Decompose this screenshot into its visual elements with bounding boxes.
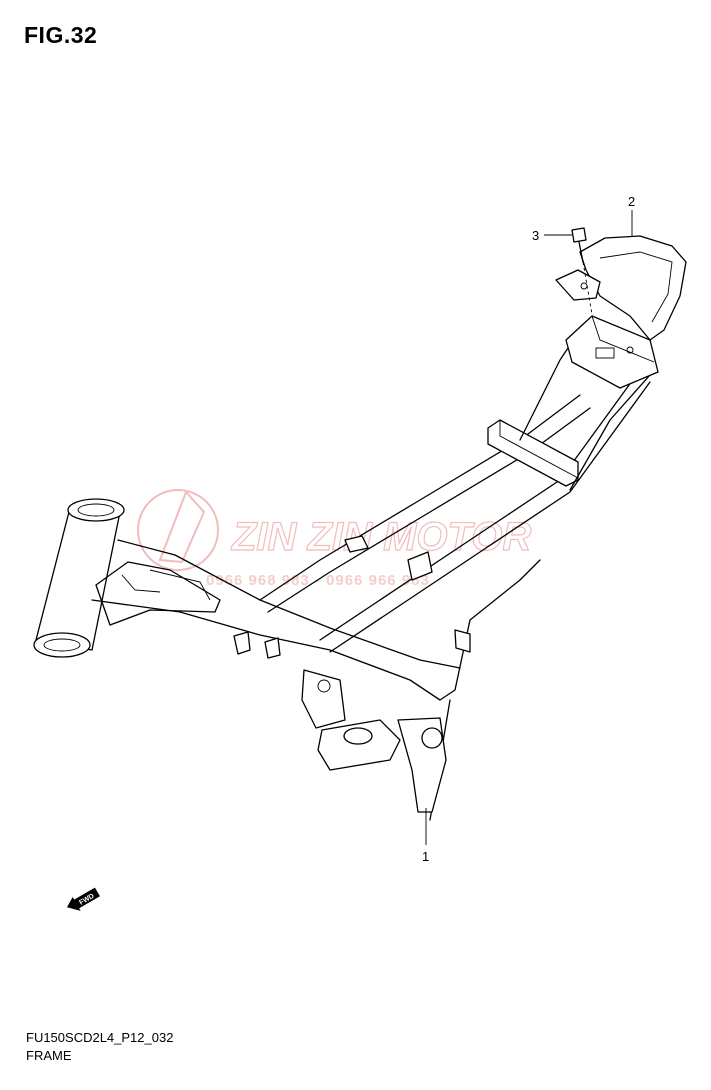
- fwd-arrow-icon: FWD: [67, 887, 100, 911]
- bolt: [571, 227, 594, 321]
- watermark: ZIN ZIN MOTOR 0966 968 983 - 0966 966 98…: [137, 489, 532, 589]
- carrier-mount-plate: [555, 269, 601, 301]
- bracket-b: [264, 637, 281, 659]
- pivot-boss: [421, 727, 443, 749]
- bracket-e: [407, 551, 433, 581]
- bracket-c: [454, 629, 471, 653]
- callout-2: 2: [628, 194, 635, 209]
- diagram-code: FU150SCD2L4_P12_032: [26, 1030, 174, 1045]
- figure-title: FIG.32: [24, 22, 98, 48]
- bolt-head: [571, 227, 587, 243]
- carrier-inner: [599, 251, 673, 323]
- bolt-shank: [578, 241, 584, 263]
- head-pipe-bottom-bore: [43, 638, 81, 652]
- engine-mount-front: [301, 669, 346, 729]
- rear-bracket-hole: [626, 346, 634, 354]
- engine-mount-boss: [343, 727, 373, 745]
- cross-member-edge: [499, 420, 579, 479]
- head-pipe-bore: [77, 503, 115, 517]
- gusset-rib: [149, 569, 211, 601]
- diagram-name: FRAME: [26, 1048, 72, 1063]
- rear-bracket-edge: [591, 315, 655, 363]
- rear-bracket-slot: [595, 347, 615, 359]
- leader-lines: [425, 210, 633, 845]
- head-pipe: [35, 507, 121, 651]
- watermark-brand: ZIN ZIN MOTOR: [231, 515, 531, 559]
- frame-assembly: [33, 315, 659, 821]
- engine-mount-bracket: [317, 719, 401, 771]
- fwd-label: FWD: [78, 893, 95, 907]
- gusset-detail: [121, 574, 161, 593]
- center-tube-right: [319, 369, 641, 641]
- bracket-d: [344, 535, 369, 553]
- watermark-logo-icon: [137, 489, 219, 571]
- gusset-plate: [95, 561, 221, 626]
- head-pipe-top: [67, 498, 125, 522]
- center-tube-left: [259, 394, 581, 601]
- center-tube-right-inner: [329, 381, 651, 653]
- head-pipe-bottom: [33, 632, 91, 658]
- main-tube-upper: [117, 539, 461, 669]
- seat-rail-right: [569, 374, 651, 491]
- engine-mount-hole: [317, 679, 331, 693]
- callout-1: 1: [422, 849, 429, 864]
- callout-3: 3: [532, 228, 539, 243]
- lower-frame-rail: [409, 559, 541, 701]
- rear-carrier: [555, 235, 687, 341]
- center-tube-left-inner: [267, 407, 591, 613]
- bracket-a: [233, 631, 251, 655]
- bolt-axis-line: [582, 261, 594, 321]
